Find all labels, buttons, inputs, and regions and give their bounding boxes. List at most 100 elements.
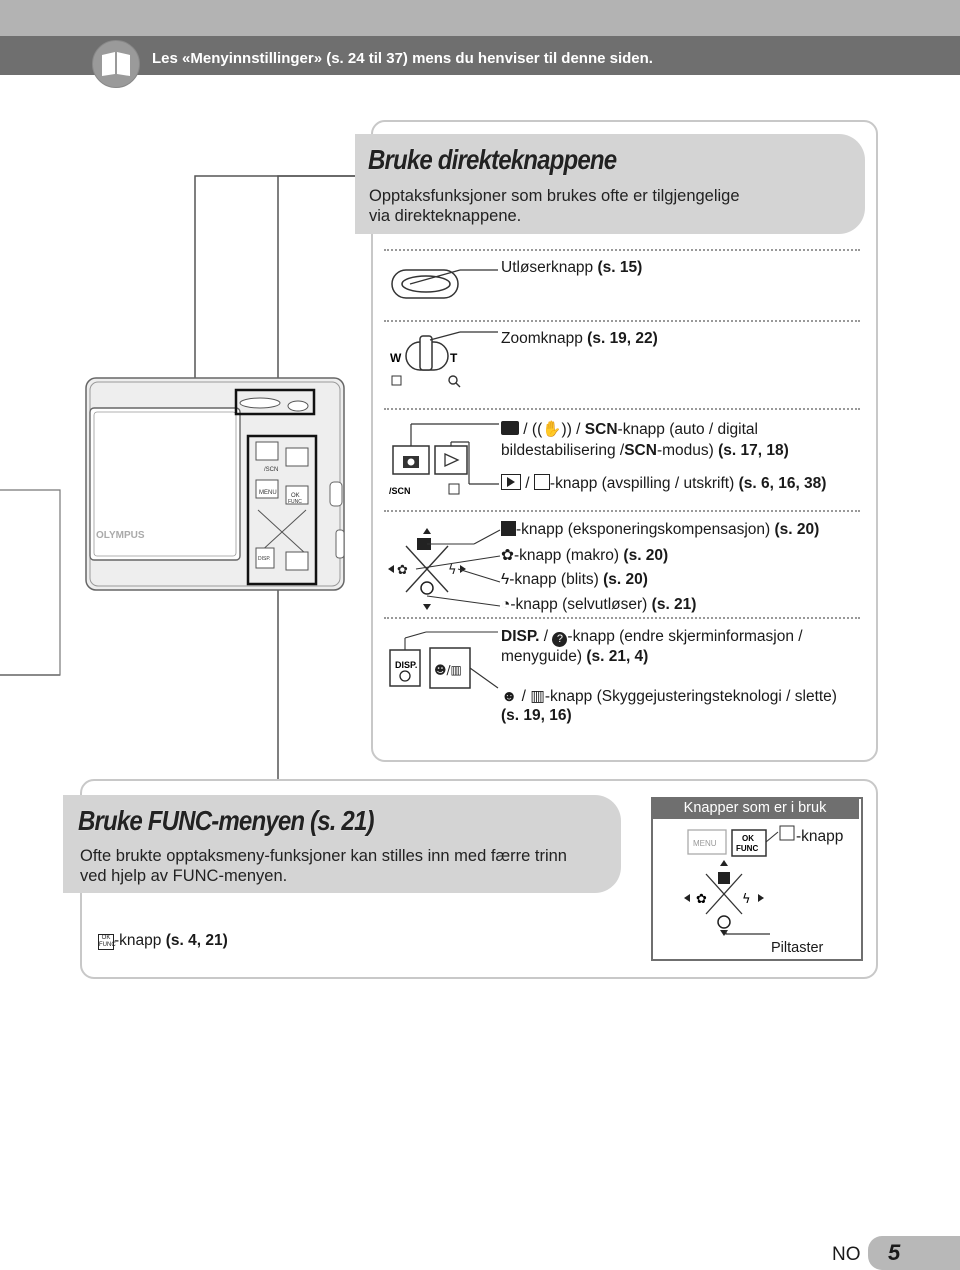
exposure-icon xyxy=(501,521,516,536)
mode-ref: (s. 17, 18) xyxy=(718,442,789,459)
disp-label-b: -knapp (endre skjerminformasjon / xyxy=(567,628,803,645)
help-icon: ? xyxy=(552,632,568,647)
arrow-pad-icon: ✿ ϟ xyxy=(388,528,501,610)
book-icon xyxy=(92,40,140,88)
svg-text:✿: ✿ xyxy=(397,563,408,578)
header-bar xyxy=(0,0,960,75)
macro-icon: ✿ xyxy=(501,547,514,564)
flash-icon: ϟ xyxy=(501,571,510,588)
divider xyxy=(384,249,860,251)
timer-ref: (s. 21) xyxy=(651,596,697,613)
buttons-in-use-diagram: MENU OK FUNC ✿ ϟ xyxy=(684,825,795,936)
bu-func: FUNC xyxy=(736,844,758,853)
zoom-ref: (s. 19, 22) xyxy=(587,330,658,347)
svg-text:ϟ: ϟ xyxy=(742,892,751,907)
camera-func-label: FUNC xyxy=(288,499,302,505)
timer-label: -knapp (selvutløser) xyxy=(510,596,648,613)
print-icon xyxy=(533,474,550,490)
mode-label-1c: -modus) xyxy=(656,442,714,459)
zoom-label-row: Zoomknapp (s. 19, 22) xyxy=(501,330,658,348)
exp-label: -knapp (eksponeringskompensasjon) xyxy=(516,521,771,538)
shadow-label-line-1: ☻ / ▥-knapp (Skyggejusteringsteknologi /… xyxy=(501,688,837,705)
shutter-ref: (s. 15) xyxy=(597,259,643,276)
trash-icon: ▥ xyxy=(530,688,545,705)
page-number-tab xyxy=(868,1236,960,1270)
shutter-button-icon xyxy=(391,269,498,299)
exp-label-row: -knapp (eksponeringskompensasjon) (s. 20… xyxy=(501,521,819,539)
camera-illustration: OLYMPUS MENU OK FUNC /SCN DISP. xyxy=(85,377,345,591)
svg-text:☻/▥: ☻/▥ xyxy=(434,663,462,677)
timer-label-row: ◔-knapp (selvutløser) (s. 21) xyxy=(501,596,696,614)
self-timer-icon: ◔ xyxy=(501,596,511,613)
bu-knapp-label: -knapp xyxy=(796,828,844,845)
playback-icon xyxy=(501,474,521,490)
mode-label-1b: bildestabilisering / xyxy=(501,442,625,459)
mode-label-line-1: / ((✋)) / SCN-knapp (auto / digital xyxy=(501,420,758,439)
bu-menu: MENU xyxy=(693,839,717,848)
camera-scn-label: /SCN xyxy=(264,467,278,473)
disp-label-a: DISP. xyxy=(501,628,540,645)
divider xyxy=(384,408,860,410)
mode-label-1a: -knapp (auto / digital xyxy=(617,421,758,438)
direct-title-band xyxy=(355,134,865,234)
shadow-adjust-icon: ☻ xyxy=(501,688,518,705)
camera-menu-label: MENU xyxy=(259,490,277,496)
flash-label: -knapp (blits) xyxy=(509,571,599,588)
direct-title: Bruke direkteknappene xyxy=(368,144,617,175)
macro-ref: (s. 20) xyxy=(623,547,669,564)
camera-disp-label: DISP. xyxy=(258,556,270,562)
play-label: -knapp (avspilling / utskrift) xyxy=(549,475,735,492)
camera-ok-label: OK xyxy=(291,493,300,499)
page-number: 5 xyxy=(888,1240,901,1265)
disp-small-label: DISP. xyxy=(395,660,417,670)
direct-desc-2: via direkteknappene. xyxy=(369,207,522,225)
flash-label-row: ϟ-knapp (blits) (s. 20) xyxy=(501,571,648,589)
shutter-label: Utløserknapp xyxy=(501,259,594,276)
stabilization-icon: ((✋)) xyxy=(531,421,572,438)
exp-ref: (s. 20) xyxy=(774,521,820,538)
func-desc-1: Ofte brukte opptaksmeny-funksjoner kan s… xyxy=(80,847,567,865)
direct-desc-1: Opptaksfunksjoner som brukes ofte er til… xyxy=(369,187,740,205)
zoom-lever-icon: W T xyxy=(390,331,498,388)
mode-scn-small: /SCN xyxy=(389,486,411,496)
camera-brand: OLYMPUS xyxy=(96,530,145,541)
buttons-in-use-title: Knapper som er i bruk xyxy=(651,797,859,819)
zoom-label: Zoomknapp xyxy=(501,330,583,347)
svg-text:ϟ: ϟ xyxy=(448,563,457,578)
disp-label-line-1: DISP. / ?-knapp (endre skjerminformasjon… xyxy=(501,628,803,647)
divider xyxy=(384,617,860,619)
divider xyxy=(384,510,860,512)
shadow-label-line-2: (s. 19, 16) xyxy=(501,707,572,725)
func-title-band xyxy=(63,795,621,893)
okfunc-ref: (s. 4, 21) xyxy=(165,932,228,949)
bu-ok: OK xyxy=(742,834,754,843)
header-text: Les «Menyinnstillinger» (s. 24 til 37) m… xyxy=(152,50,653,67)
mode-label-line-2: bildestabilisering /SCN-modus) (s. 17, 1… xyxy=(501,442,789,460)
mode-buttons-icon: /SCN xyxy=(389,423,499,496)
zoom-t: T xyxy=(450,351,458,365)
scn-glyph: SCN xyxy=(584,421,618,438)
play-ref: (s. 6, 16, 38) xyxy=(738,475,827,492)
disp-label-line-2: menyguide) (s. 21, 4) xyxy=(501,648,648,666)
scn-glyph: SCN xyxy=(624,442,657,459)
play-label-row: / -knapp (avspilling / utskrift) (s. 6, … xyxy=(501,474,826,493)
func-desc-2: ved hjelp av FUNC-menyen. xyxy=(80,867,288,885)
shadow-label: -knapp (Skyggejusteringsteknologi / slet… xyxy=(544,688,837,705)
divider xyxy=(384,320,860,322)
macro-label-row: ✿-knapp (makro) (s. 20) xyxy=(501,546,668,565)
macro-label: -knapp (makro) xyxy=(514,547,620,564)
func-title: Bruke FUNC-menyen (s. 21) xyxy=(78,805,374,836)
flash-ref: (s. 20) xyxy=(603,571,648,588)
arrow-keys-label: Piltaster xyxy=(771,940,824,956)
disp-label-c: menyguide) xyxy=(501,648,582,665)
camera-icon xyxy=(501,421,519,435)
disp-buttons-icon: DISP. ☻/▥ xyxy=(389,631,499,689)
okfunc-label: -knapp xyxy=(114,932,162,949)
zoom-w: W xyxy=(390,351,402,365)
svg-text:✿: ✿ xyxy=(696,892,707,907)
shadow-ref: (s. 19, 16) xyxy=(501,707,572,724)
language-code: NO xyxy=(832,1244,861,1265)
header-tab-strip xyxy=(0,0,960,36)
